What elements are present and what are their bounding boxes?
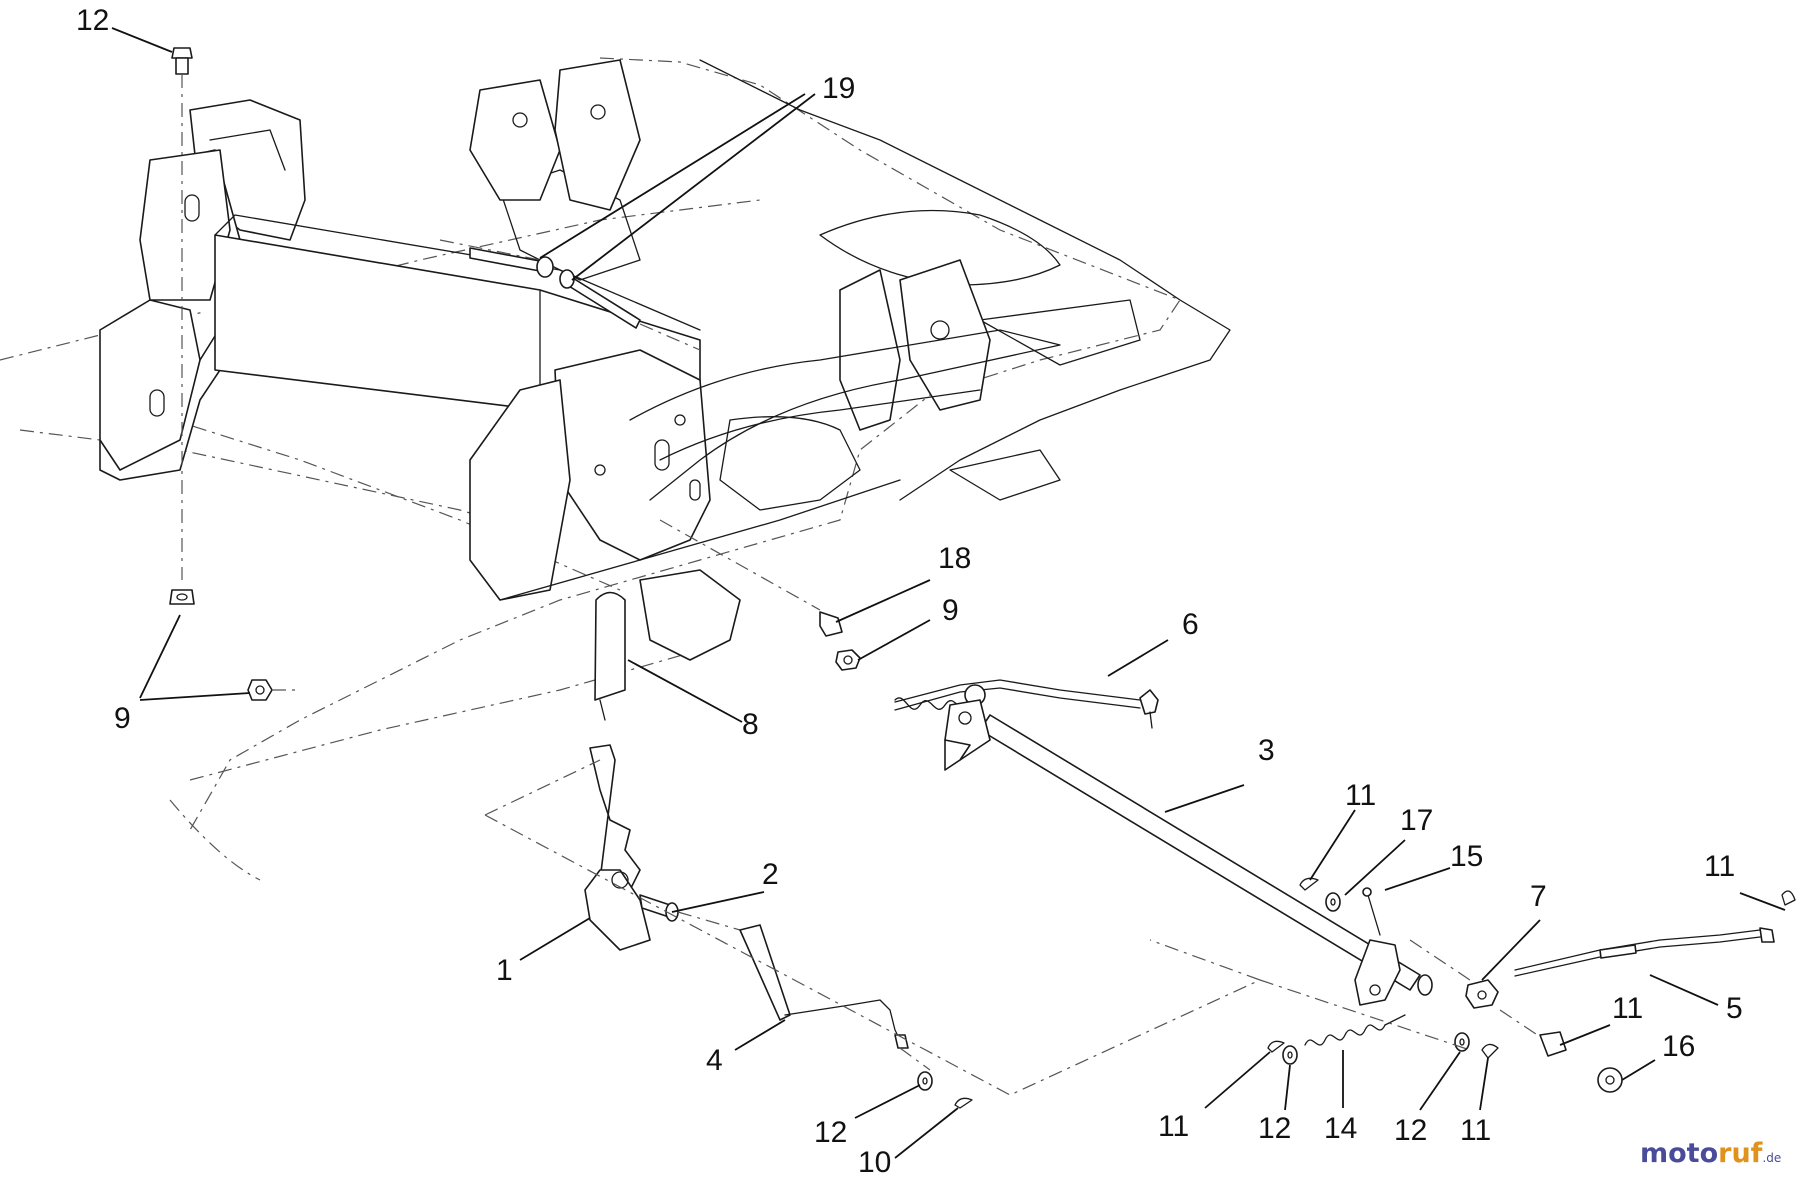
left-side-plate bbox=[99, 149, 241, 481]
washer-12-bottom-right bbox=[1454, 1032, 1470, 1052]
spring-13 bbox=[1304, 1014, 1406, 1046]
callout-8: 8 bbox=[742, 708, 759, 741]
callout-7: 7 bbox=[1530, 880, 1547, 913]
rear-bracket-center bbox=[469, 59, 641, 211]
callout-12-bottom-left: 12 bbox=[1258, 1112, 1291, 1145]
callout-18: 12 bbox=[76, 4, 109, 37]
washer-12-bottom-left bbox=[1282, 1045, 1298, 1065]
callout-11-right: 11 bbox=[1704, 850, 1735, 883]
callout-6: 6 bbox=[1182, 608, 1199, 641]
lever-handle-8 bbox=[594, 591, 626, 721]
callout-12-bottom-right: 12 bbox=[1394, 1114, 1427, 1147]
nut-9-right bbox=[835, 649, 861, 671]
callout-3: 3 bbox=[1258, 734, 1275, 767]
callout-11-left: 10 bbox=[858, 1146, 891, 1179]
cotter-11-bottom-right bbox=[1481, 1043, 1499, 1059]
pedal-lever-1 bbox=[584, 744, 651, 951]
callout-11-bottom-right: 11 bbox=[1460, 1114, 1491, 1147]
nut-9-left bbox=[247, 679, 300, 701]
pins-19 bbox=[439, 239, 701, 351]
callout-1: 1 bbox=[496, 954, 513, 987]
cotter-11-upper bbox=[1299, 877, 1319, 891]
callout-11-upper: 11 bbox=[1345, 779, 1376, 812]
cross-shaft-3 bbox=[944, 699, 1433, 1006]
assembly-dash-outline bbox=[484, 759, 1471, 1096]
bushing-7 bbox=[1409, 939, 1499, 1009]
rear-bracket-right bbox=[839, 259, 991, 431]
callout-10: 11 bbox=[1612, 992, 1643, 1025]
watermark-logo: motoruf.de bbox=[1640, 1138, 1781, 1169]
callout-4: 4 bbox=[706, 1044, 723, 1077]
bolt-14 bbox=[1362, 887, 1381, 936]
bolt-18 bbox=[169, 47, 195, 605]
lower-frame-rail bbox=[499, 329, 1061, 601]
callout-19: 19 bbox=[822, 72, 855, 105]
callout-5: 5 bbox=[1726, 992, 1743, 1025]
callout-12-left: 12 bbox=[814, 1116, 847, 1149]
watermark-suffix: .de bbox=[1762, 1151, 1781, 1165]
watermark-brand-b: ruf bbox=[1718, 1138, 1763, 1169]
washer-16 bbox=[1325, 892, 1341, 912]
watermark-brand-a: moto bbox=[1640, 1138, 1718, 1169]
callout-14: 15 bbox=[1450, 840, 1483, 873]
leader-lines bbox=[111, 27, 1786, 1159]
bushing-10 bbox=[1499, 1009, 1567, 1057]
cotter-11-left bbox=[954, 1097, 973, 1109]
callout-17: 18 bbox=[938, 542, 971, 575]
rod-6 bbox=[894, 679, 1159, 729]
callout-16: 17 bbox=[1400, 804, 1433, 837]
callout-13: 14 bbox=[1324, 1112, 1357, 1145]
callout-labels: 12 19 18 9 6 8 9 3 11 17 15 7 11 5 2 1 4… bbox=[76, 4, 1743, 1179]
bolt-17 bbox=[659, 519, 843, 637]
right-side-plate bbox=[469, 349, 741, 661]
svg-text:motoruf.de: motoruf.de bbox=[1640, 1138, 1781, 1169]
washer-12-left bbox=[917, 1071, 933, 1091]
callout-9-left: 9 bbox=[114, 702, 131, 735]
link-rod-4 bbox=[739, 924, 931, 1071]
callout-9-right: 9 bbox=[942, 594, 959, 627]
cotter-11-right bbox=[1781, 890, 1796, 906]
washer-15 bbox=[1597, 1067, 1623, 1093]
callout-15: 16 bbox=[1662, 1030, 1695, 1063]
callout-11-bottom-left: 11 bbox=[1158, 1110, 1189, 1143]
callout-2: 2 bbox=[762, 858, 779, 891]
cotter-11-bottom-left bbox=[1267, 1040, 1285, 1053]
rod-5 bbox=[1514, 927, 1775, 977]
